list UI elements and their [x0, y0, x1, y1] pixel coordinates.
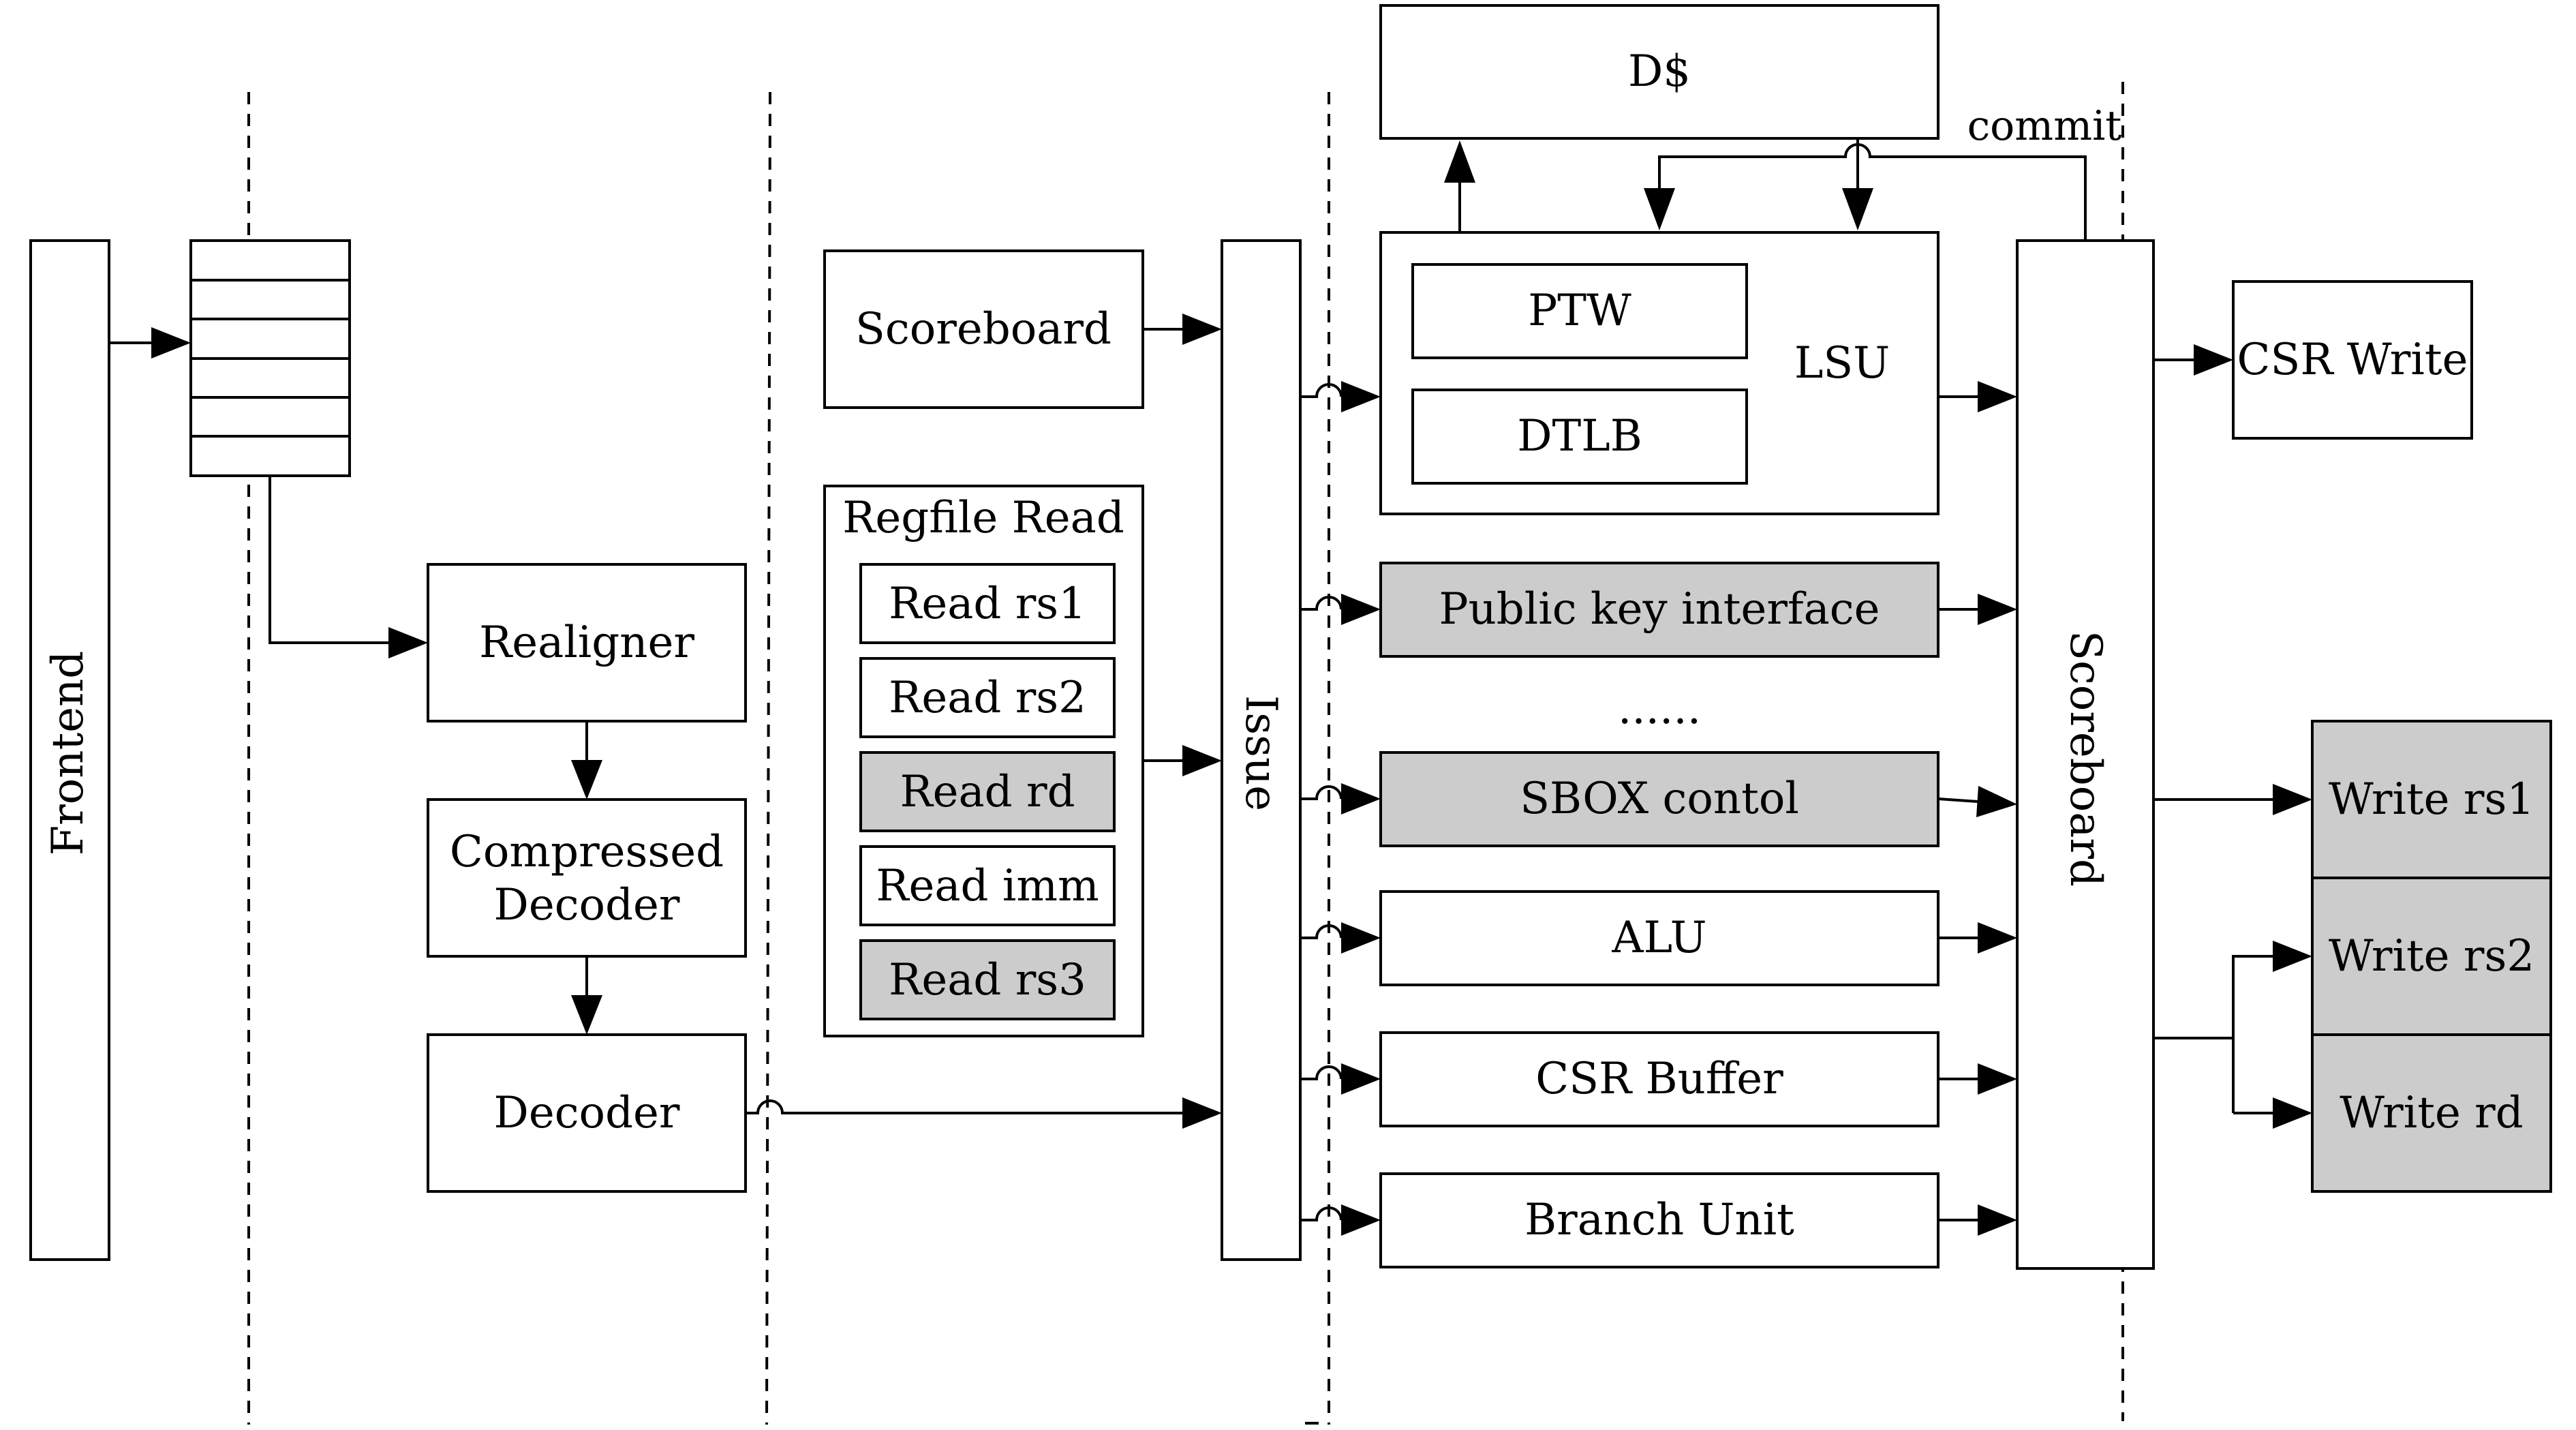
issue-to-alu-line: [1300, 924, 1343, 939]
scoreboard-to-write-rs1-arrowhead: [2273, 784, 2312, 815]
sbox-control-label: SBOX contol: [1520, 774, 1799, 824]
regfile-read-title: Regfile Read: [842, 493, 1124, 543]
lsu-label: LSU: [1794, 338, 1890, 389]
lsu-to-scoreboard-arrowhead: [1978, 381, 2017, 412]
csr-write-label: CSR Write: [2237, 335, 2468, 385]
read-rs3-box: [859, 939, 1116, 1020]
ptw-box: [1411, 263, 1748, 359]
public-key-interface-label: Public key interface: [1439, 584, 1880, 635]
scoreboard-left-label: Scoreboard: [855, 304, 1111, 354]
write-rs2-label: Write rs2: [2329, 931, 2534, 982]
lsu-to-dcache-arrowhead: [1444, 140, 1475, 183]
sbox-to-scoreboard-line: [1937, 797, 1978, 803]
write-rd-box: [2311, 1033, 2552, 1193]
instruction-queue: [189, 239, 351, 477]
read-rs2-box: [859, 657, 1116, 738]
issue-to-sbox-line: [1300, 785, 1343, 800]
issue-to-branch-line: [1300, 1206, 1343, 1221]
frontend-label: Frontend: [43, 651, 93, 856]
commit-label: commit: [1967, 102, 2122, 150]
read-imm-label: Read imm: [876, 861, 1099, 911]
issue-to-lsu-line: [1300, 383, 1343, 398]
scoreboard-to-write-rs2-line: [2232, 955, 2273, 1113]
branch-unit-label: Branch Unit: [1524, 1195, 1794, 1245]
write-rs1-box: [2311, 720, 2552, 879]
read-rs1-box: [859, 563, 1116, 644]
csr-buffer-to-scoreboard-arrowhead: [1978, 1063, 2017, 1095]
queue-to-realigner-arrowhead: [388, 627, 428, 658]
alu-label: ALU: [1611, 913, 1706, 963]
read-rd-box: [859, 751, 1116, 832]
commit-arrowhead: [1644, 188, 1675, 230]
dcache-label: D$: [1628, 46, 1691, 97]
write-rs1-label: Write rs1: [2329, 774, 2534, 825]
issue-to-pki-line: [1300, 596, 1343, 611]
write-rs2-box: [2311, 877, 2552, 1036]
stage-separator: [765, 91, 771, 1425]
frontend-to-queue-arrowhead: [151, 327, 191, 359]
read-rd-label: Read rd: [900, 767, 1075, 817]
more-units-ellipsis: ......: [1618, 684, 1701, 734]
issue-to-csr-buffer-line: [1300, 1065, 1343, 1080]
frontend-box: [29, 239, 110, 1261]
alu-to-scoreboard-arrowhead: [1978, 922, 2017, 954]
issue-label: Issue: [1236, 695, 1286, 811]
public-key-interface-box: [1379, 562, 1939, 658]
realigner-box: [427, 563, 747, 722]
pki-to-scoreboard-arrowhead: [1978, 594, 2017, 625]
realigner-to-cdecoder-arrowhead: [571, 760, 602, 800]
decoder-label: Decoder: [494, 1088, 680, 1138]
read-rs2-label: Read rs2: [889, 673, 1086, 723]
queue-to-realigner-line: [269, 476, 388, 644]
read-imm-box: [859, 845, 1116, 926]
issue-to-alu-arrowhead: [1341, 922, 1381, 954]
commit-line: [1658, 143, 2087, 241]
csr-buffer-label: CSR Buffer: [1535, 1054, 1783, 1104]
csr-buffer-box: [1379, 1031, 1939, 1127]
compressed-decoder-label-line2: Decoder: [494, 880, 680, 930]
sbox-control-box: [1379, 751, 1939, 847]
scoreboard-to-issue-arrowhead: [1182, 314, 1222, 345]
compressed-decoder-label-line1: Compressed: [450, 827, 724, 877]
write-rd-label: Write rd: [2340, 1088, 2523, 1138]
realigner-label: Realigner: [479, 618, 694, 668]
issue-to-branch-arrowhead: [1341, 1204, 1381, 1236]
csr-write-box: [2232, 280, 2473, 440]
cdecoder-to-decoder-arrowhead: [571, 995, 602, 1035]
alu-box: [1379, 890, 1939, 986]
decoder-to-issue-arrowhead: [1182, 1097, 1222, 1129]
issue-to-lsu-arrowhead: [1341, 381, 1381, 412]
ptw-label: PTW: [1528, 286, 1631, 336]
dcache-box: [1379, 4, 1939, 140]
decoder-box: [427, 1033, 747, 1193]
compressed-decoder-box: [427, 798, 747, 958]
scoreboard-right-box: [2016, 239, 2155, 1270]
issue-to-csr-buffer-arrowhead: [1341, 1063, 1381, 1095]
dtlb-box: [1411, 389, 1748, 485]
branch-unit-box: [1379, 1172, 1939, 1268]
regfile-to-issue-arrowhead: [1182, 745, 1222, 776]
dcache-to-lsu-arrowhead: [1842, 188, 1873, 230]
scoreboard-to-csr-write-arrowhead: [2194, 344, 2233, 376]
branch-to-scoreboard-arrowhead: [1978, 1204, 2017, 1236]
decoder-to-issue-line: [746, 1099, 1182, 1114]
issue-box: [1221, 239, 1302, 1261]
dtlb-label: DTLB: [1517, 411, 1642, 461]
issue-to-pki-arrowhead: [1341, 594, 1381, 625]
read-rs3-label: Read rs3: [889, 955, 1086, 1005]
read-rs1-label: Read rs1: [889, 579, 1086, 629]
issue-to-sbox-arrowhead: [1341, 783, 1381, 815]
connections: [109, 138, 2312, 1236]
scoreboard-right-label: Scoreboard: [2060, 630, 2111, 887]
sbox-to-scoreboard-arrowhead: [1976, 786, 2017, 817]
scoreboard-left-box: [823, 249, 1144, 409]
scoreboard-to-write-rs2-arrowhead: [2273, 941, 2312, 972]
scoreboard-to-write-rd-arrowhead: [2273, 1097, 2312, 1129]
